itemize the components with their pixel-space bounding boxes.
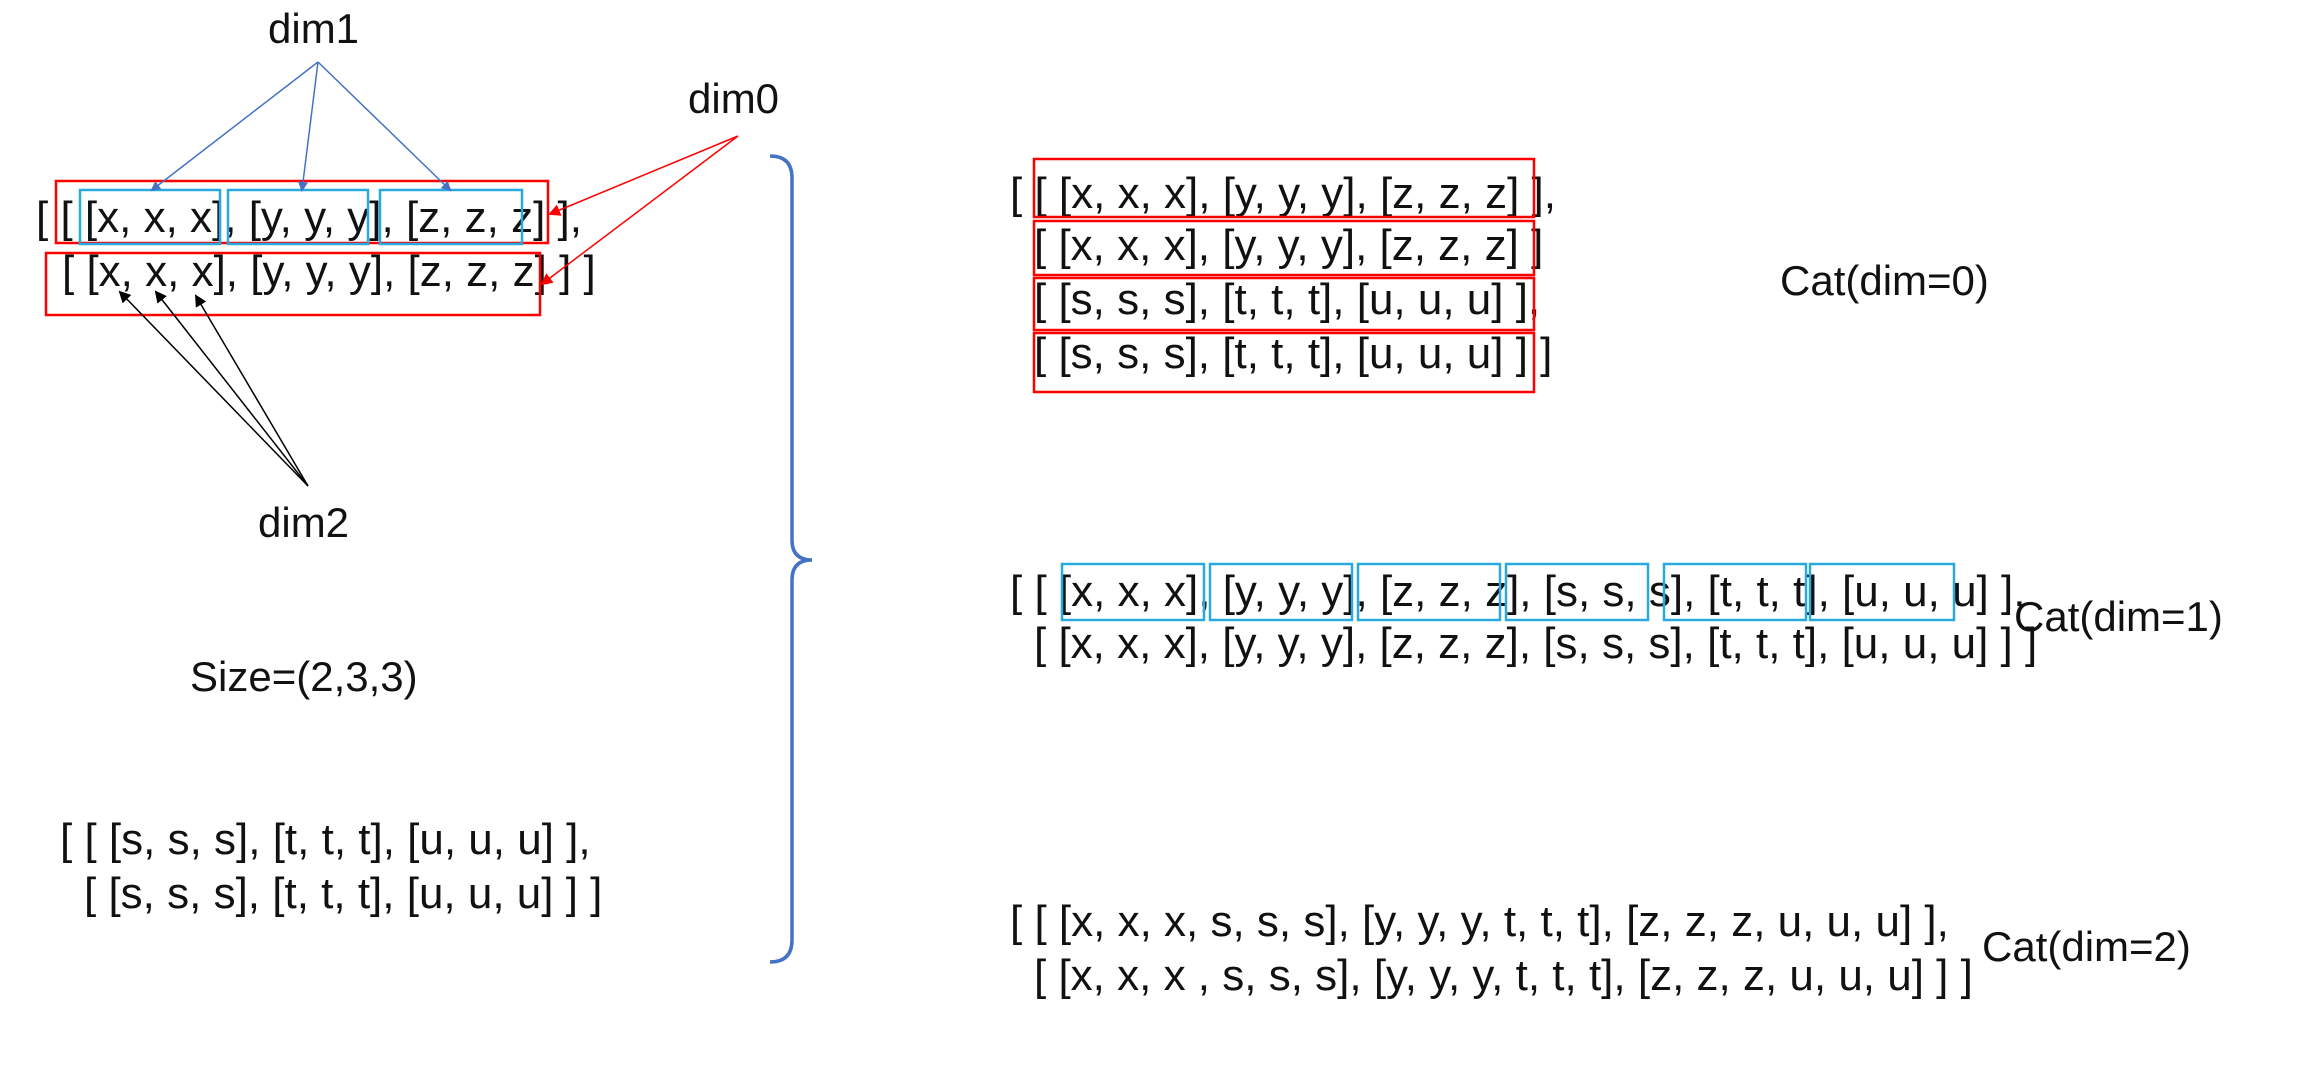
cat-dim1-box-s: [1504, 562, 1650, 622]
cat-dim0-box-2: [1032, 219, 1536, 277]
dim2-arrow-2: [154, 290, 309, 487]
cat-dim2-row-1: [ [ [x, x, x, s, s, s], [y, y, y, t, t, …: [1010, 897, 1949, 946]
dim2-label: dim2: [258, 499, 350, 546]
cat-dim1-row-1: [ [ [x, x, x], [y, y, y], [z, z, z], [s,…: [1010, 567, 2026, 616]
cat-dim1-box-y: [1208, 562, 1354, 622]
cat-dim1-box-x: [1060, 562, 1206, 622]
dim2-arrow-3: [194, 294, 309, 487]
dim1-arrow-1: [150, 61, 319, 192]
dim1-arrow-3: [317, 61, 452, 192]
cat-dim0-box-1: [1032, 157, 1536, 219]
cat-dim0-row-4: [ [s, s, s], [t, t, t], [u, u, u] ] ]: [1034, 329, 1553, 378]
cat-dim0-row-1: [ [ [x, x, x], [y, y, y], [z, z, z] ],: [1010, 169, 1556, 218]
tensor-a-row-1: [ [ [x, x, x], [y, y, y], [z, z, z] ],: [36, 193, 582, 242]
size-label: Size=(2,3,3): [190, 653, 418, 700]
dim1-element-box-z: [378, 188, 524, 246]
cat-dim0-box-4: [1032, 331, 1536, 394]
tensor-b-row-1: [ [ [s, s, s], [t, t, t], [u, u, u] ],: [60, 815, 591, 864]
dim0-arrow-1: [548, 135, 739, 216]
cat-dim2-row-2: [ [x, x, x , s, s, s], [y, y, y, t, t, t…: [1034, 951, 1973, 1000]
cat-dim0-row-2: [ [x, x, x], [y, y, y], [z, z, z] ]: [1034, 221, 1544, 270]
cat-dim0-label: Cat(dim=0): [1780, 257, 1989, 304]
cat-dim1-row-2: [ [x, x, x], [y, y, y], [z, z, z], [s, s…: [1034, 619, 2038, 668]
dim0-slice-box-2: [44, 251, 542, 317]
tensor-b-row-2: [ [s, s, s], [t, t, t], [u, u, u] ] ]: [84, 869, 603, 918]
dim1-label: dim1: [268, 5, 360, 52]
cat-dim1-box-t: [1662, 562, 1808, 622]
dim0-label: dim0: [688, 75, 780, 122]
dim2-arrow-1: [118, 290, 309, 487]
dim0-arrow-2: [540, 135, 739, 286]
cat-dim1-box-z: [1356, 562, 1502, 622]
cat-dim2-label: Cat(dim=2): [1982, 923, 2191, 970]
dim1-arrow-2: [298, 61, 319, 192]
cat-dim1-box-u: [1808, 562, 1956, 622]
cat-dim1-label: Cat(dim=1): [2014, 593, 2223, 640]
tensor-a-row-2: [ [x, x, x], [y, y, y], [z, z, z] ] ]: [62, 247, 596, 296]
dim1-element-box-y: [226, 188, 370, 246]
cat-dim0-box-3: [1032, 276, 1536, 332]
cat-dim0-row-3: [ [s, s, s], [t, t, t], [u, u, u] ],: [1034, 275, 1541, 324]
curly-brace: [769, 154, 813, 964]
dim1-element-box-x: [78, 188, 222, 246]
